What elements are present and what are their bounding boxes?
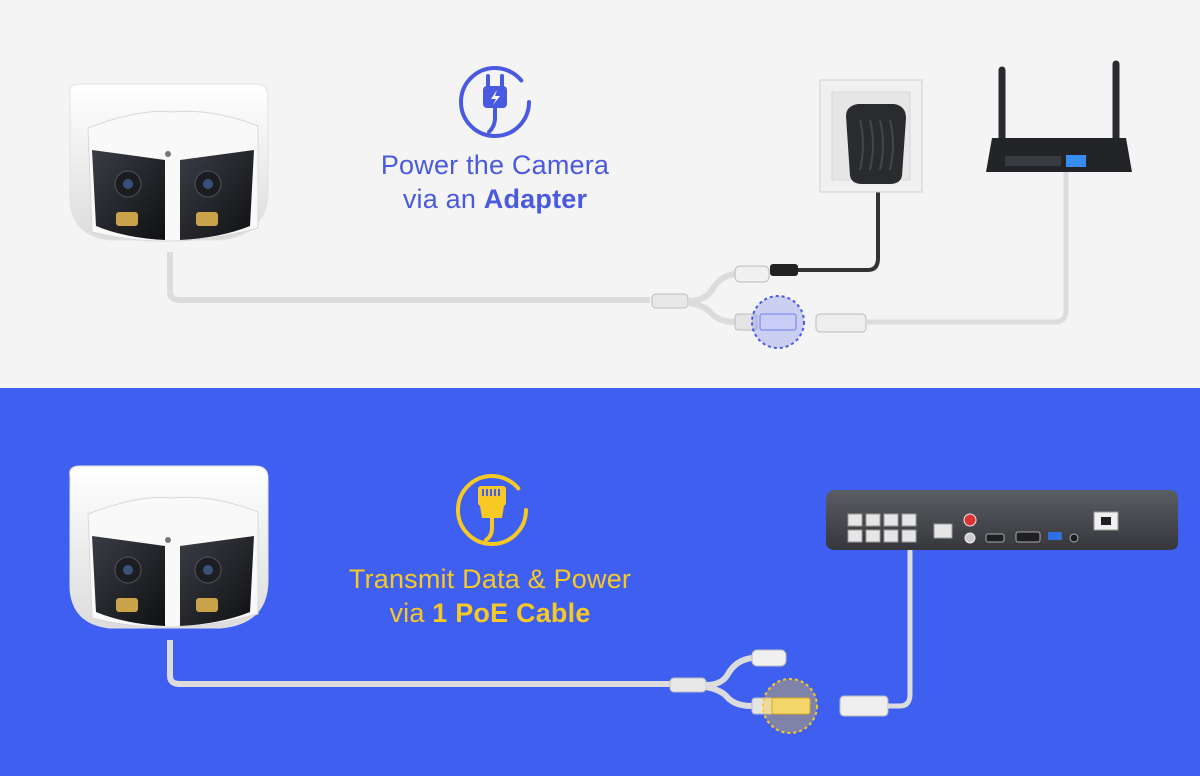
poe-caption: Transmit Data & Power via 1 PoE Cable bbox=[320, 562, 660, 630]
power-adapter bbox=[819, 79, 923, 193]
poe-caption-bold: 1 PoE Cable bbox=[432, 598, 591, 628]
adapter-caption-bold: Adapter bbox=[483, 184, 588, 214]
adapter-caption-line1: Power the Camera bbox=[380, 150, 610, 180]
ethernet-port-icon bbox=[456, 474, 528, 546]
adapter-caption: Power the Camera via an Adapter bbox=[330, 148, 660, 216]
poe-caption-line1: Transmit Data & Power bbox=[348, 564, 632, 594]
adapter-caption-prefix: via an bbox=[402, 184, 477, 214]
poe-nvr bbox=[826, 490, 1178, 550]
poe-caption-prefix: via bbox=[389, 598, 425, 628]
poe-caption-line2: via 1 PoE Cable bbox=[320, 596, 660, 630]
camera-top bbox=[69, 83, 269, 242]
power-plug-icon bbox=[459, 66, 531, 138]
camera-bottom bbox=[69, 465, 269, 629]
adapter-caption-line2: via an Adapter bbox=[330, 182, 660, 216]
wifi-router bbox=[986, 60, 1132, 172]
